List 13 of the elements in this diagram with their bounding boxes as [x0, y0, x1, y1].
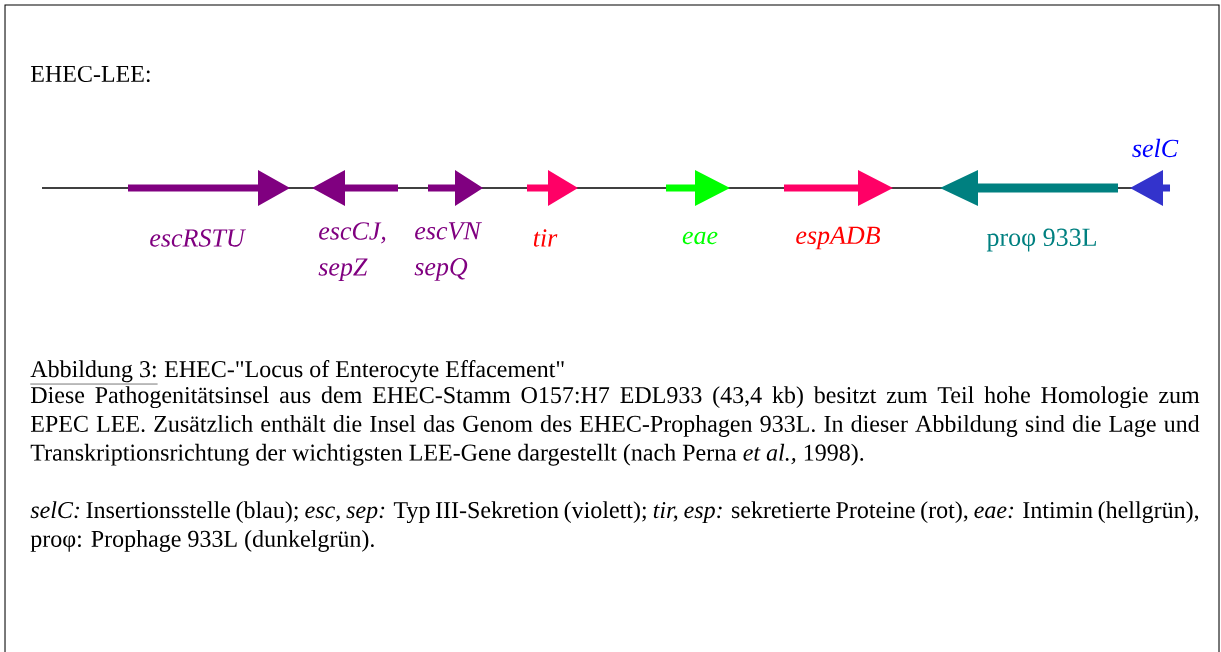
- caption-heading: EHEC-"Locus of Enterocyte Effacement": [164, 360, 564, 383]
- title: EHEC-LEE:: [30, 65, 150, 83]
- gene-label: escRSTU: [150, 229, 247, 247]
- caption-paragraph: selC: Insertionsstelle (blau); esc, sep: Typ III-Sekretion (violett); tir, esp: sekretierte Proteine (rot), eae: Intimin (hellgrün), proφ: Prophage 933L (dunkelgrün).: [30, 501, 1199, 552]
- gene-label: tir: [533, 229, 558, 247]
- gene-label: eae: [682, 231, 718, 245]
- gene-label: proφ 933L: [986, 228, 1096, 252]
- gene-label: selC: [1132, 138, 1179, 158]
- caption-paragraph: Diese Pathogenitätsinsel aus dem EHEC-Stamm O157:H7 EDL933 (43,4 kb) besitzt zum Teil hohe Homologie zum EPEC LEE. Zusätzlich enthält die Insel das Genom des EHEC-Prophagen 933L. In dieser Abbildung sind die Lage und Transkriptionsrichtung der wichtigsten LEE-Gene dargestellt (nach Perna et al., 1998).: [30, 386, 1200, 466]
- gene-label: espADB: [796, 226, 881, 250]
- figure-number: Abbildung 3:: [30, 360, 158, 385]
- gene-label: escVN sepQ: [414, 222, 482, 281]
- gene-label: escCJ, sepZ: [318, 222, 386, 281]
